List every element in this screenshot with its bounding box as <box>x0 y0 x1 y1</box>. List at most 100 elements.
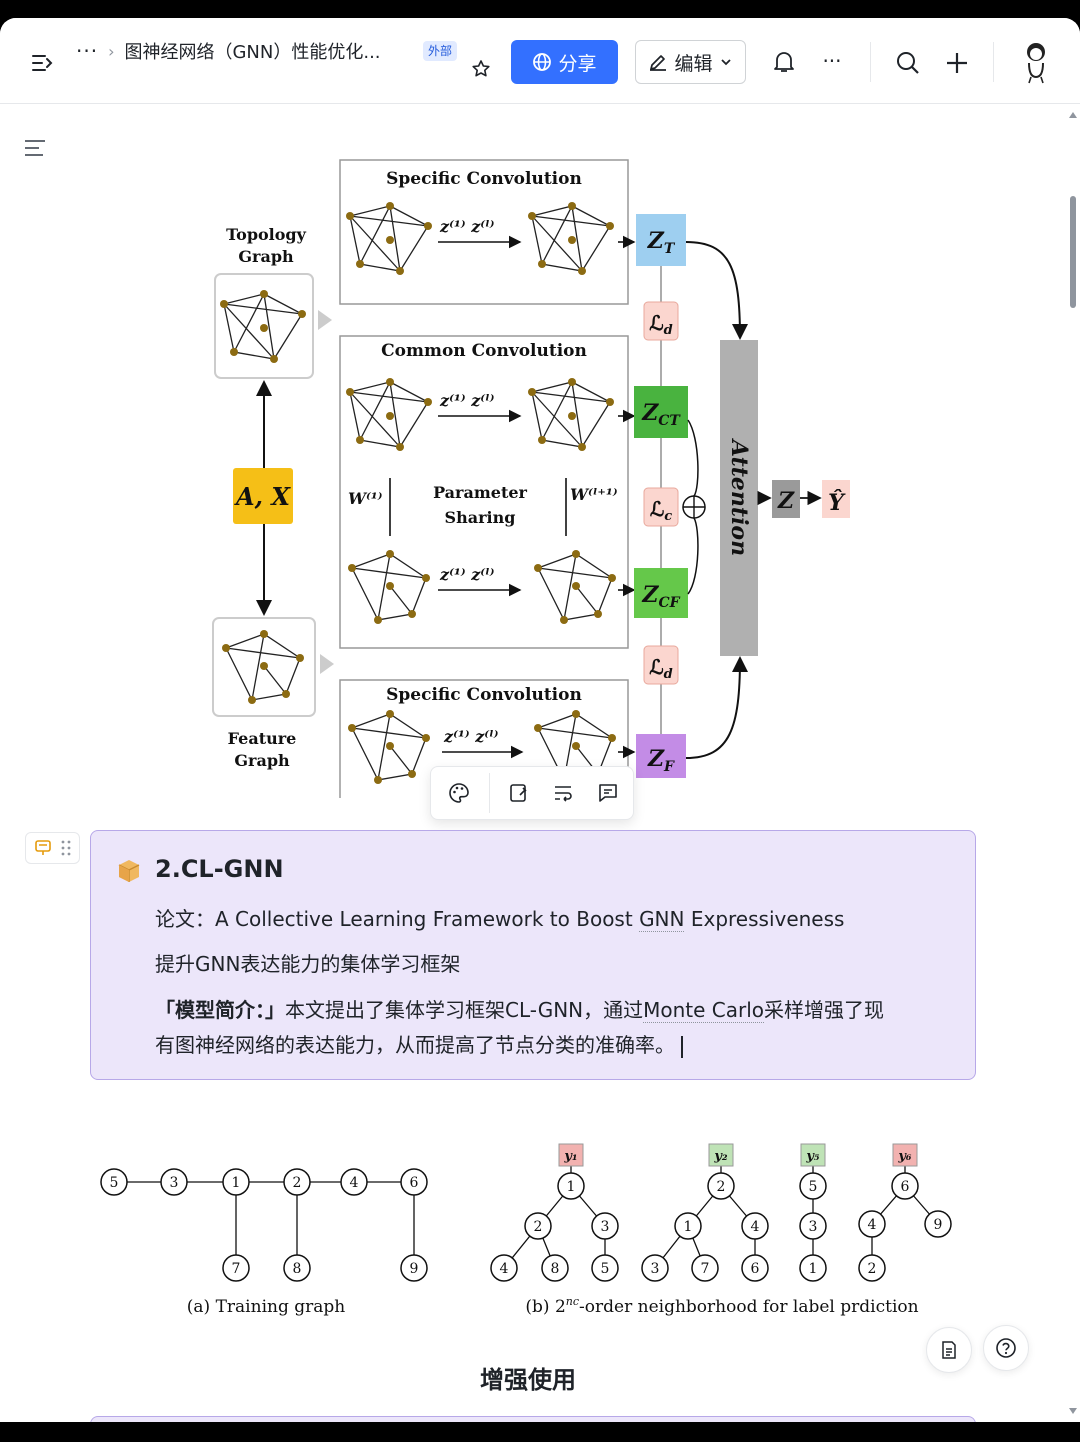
bell-icon[interactable] <box>770 48 798 76</box>
subtitle-line: 提升GNN表达能力的集体学习框架 <box>155 952 461 976</box>
svg-text:6: 6 <box>410 1175 419 1191</box>
chevron-down-icon <box>720 59 731 66</box>
top-bar: ··· › 图神经网络（GNN）性能优化... 外部 分享 编辑 ··· <box>0 18 1080 104</box>
paper-line: 论文：A Collective Learning Framework to Bo… <box>155 907 845 932</box>
sidebar-toggle-icon[interactable] <box>28 48 58 78</box>
param-sharing-2: Sharing <box>445 508 516 527</box>
svg-text:4: 4 <box>868 1217 877 1233</box>
topology-label-2: Graph <box>238 247 294 266</box>
text-cursor <box>681 1035 683 1058</box>
svg-text:6: 6 <box>751 1261 760 1277</box>
specific-conv-top-box <box>339 159 629 305</box>
svg-text:2: 2 <box>293 1175 302 1191</box>
svg-text:1: 1 <box>684 1219 693 1235</box>
divider <box>993 42 994 82</box>
caption-a: (a) Training graph <box>187 1297 345 1317</box>
wrap-text-icon[interactable] <box>542 771 586 815</box>
more-menu-button[interactable]: ··· <box>822 49 842 73</box>
svg-text:1: 1 <box>567 1179 576 1195</box>
loss-c <box>643 487 679 527</box>
avatar[interactable] <box>1014 38 1058 86</box>
globe-icon <box>533 53 552 71</box>
outline-icon[interactable] <box>22 136 48 160</box>
svg-text:3: 3 <box>651 1261 660 1277</box>
svg-text:3: 3 <box>809 1219 818 1235</box>
common-conv-box <box>339 335 629 649</box>
image-toolbar <box>430 766 634 820</box>
svg-text:6: 6 <box>901 1179 910 1195</box>
svg-text:8: 8 <box>551 1261 560 1277</box>
chevron-right-icon: › <box>108 41 115 61</box>
scrollbar[interactable] <box>1066 108 1080 1418</box>
zt-box <box>636 214 686 266</box>
next-callout-block <box>90 1416 976 1422</box>
zf-box <box>636 734 686 778</box>
callout-block-icon <box>35 840 52 855</box>
z-output <box>772 480 800 518</box>
y-output <box>822 480 850 518</box>
svg-text:1: 1 <box>232 1175 241 1191</box>
svg-text:1: 1 <box>809 1261 818 1277</box>
svg-text:7: 7 <box>701 1261 710 1277</box>
loss-d-bottom <box>643 645 679 685</box>
svg-text:5: 5 <box>110 1175 119 1191</box>
svg-text:2: 2 <box>868 1261 877 1277</box>
svg-text:ℒd: ℒd <box>649 655 673 682</box>
edit-button[interactable]: 编辑 <box>635 40 746 84</box>
divider <box>870 42 871 82</box>
svg-text:ℒc: ℒc <box>650 497 672 524</box>
comment-icon[interactable] <box>586 771 630 815</box>
star-icon[interactable] <box>468 56 494 82</box>
help-icon <box>996 1338 1016 1358</box>
svg-text:ℒd: ℒd <box>649 311 673 338</box>
section-heading: 增强使用 <box>480 1366 576 1394</box>
breadcrumb-more[interactable]: ··· <box>76 39 99 63</box>
svg-text:z⁽¹⁾ z⁽ˡ⁾: z⁽¹⁾ z⁽ˡ⁾ <box>443 727 499 746</box>
architecture-figure[interactable]: Specific Convolution Common Convolution … <box>200 138 870 798</box>
document-icon <box>942 1341 956 1359</box>
common-conv-title: Common Convolution <box>381 341 587 361</box>
intro-line-1: 「模型简介：」本文提出了集体学习框架CL-GNN，通过Monte Carlo采样… <box>155 998 885 1023</box>
doc-info-button[interactable] <box>926 1327 972 1373</box>
palette-icon[interactable] <box>437 771 481 815</box>
svg-text:5: 5 <box>601 1261 610 1277</box>
param-sharing-1: Parameter <box>433 483 527 502</box>
help-button[interactable] <box>983 1325 1029 1371</box>
zcf-box <box>634 568 688 618</box>
specific-conv-top-title: Specific Convolution <box>386 169 582 189</box>
svg-text:ZT: ZT <box>647 228 676 257</box>
svg-text:W⁽¹⁾: W⁽¹⁾ <box>348 489 383 508</box>
intro-line-2: 有图神经网络的表达能力，从而提高了节点分类的准确率。 <box>155 1029 683 1058</box>
ax-box <box>233 468 293 524</box>
attention-block <box>720 340 758 656</box>
share-label: 分享 <box>558 52 597 75</box>
svg-text:ZF: ZF <box>647 746 675 775</box>
specific-conv-bottom-title: Specific Convolution <box>386 685 582 705</box>
svg-text:y₂: y₂ <box>713 1149 728 1164</box>
caption-b: (b) 2nc-order neighborhood for label prd… <box>525 1295 918 1317</box>
search-icon[interactable] <box>893 48 923 78</box>
share-button[interactable]: 分享 <box>511 40 618 84</box>
doc-title[interactable]: 图神经网络（GNN）性能优化... <box>124 42 381 63</box>
svg-text:y₁: y₁ <box>563 1149 577 1164</box>
svg-text:9: 9 <box>934 1217 943 1233</box>
callout-title: 2.CL-GNN <box>155 855 284 883</box>
callout-block[interactable]: 2.CL-GNN 论文：A Collective Learning Framew… <box>90 830 976 1080</box>
drag-handle-icon[interactable] <box>61 839 71 857</box>
svg-text:z⁽¹⁾ z⁽ˡ⁾: z⁽¹⁾ z⁽ˡ⁾ <box>439 217 495 236</box>
svg-text:y₆: y₆ <box>897 1149 912 1164</box>
link-icon[interactable] <box>498 771 542 815</box>
block-handle[interactable] <box>25 832 80 864</box>
svg-text:ZCT: ZCT <box>641 400 681 429</box>
scrollbar-thumb[interactable] <box>1070 196 1076 308</box>
feature-label-2: Graph <box>234 751 290 770</box>
plus-icon[interactable] <box>942 48 972 78</box>
svg-text:7: 7 <box>232 1261 241 1277</box>
package-icon <box>118 860 140 882</box>
svg-text:2: 2 <box>717 1179 726 1195</box>
svg-text:ZCF: ZCF <box>641 582 680 611</box>
svg-text:W⁽ˡ⁺¹⁾: W⁽ˡ⁺¹⁾ <box>570 485 618 504</box>
svg-text:y₅: y₅ <box>805 1149 820 1164</box>
svg-text:Ŷ: Ŷ <box>828 489 846 516</box>
